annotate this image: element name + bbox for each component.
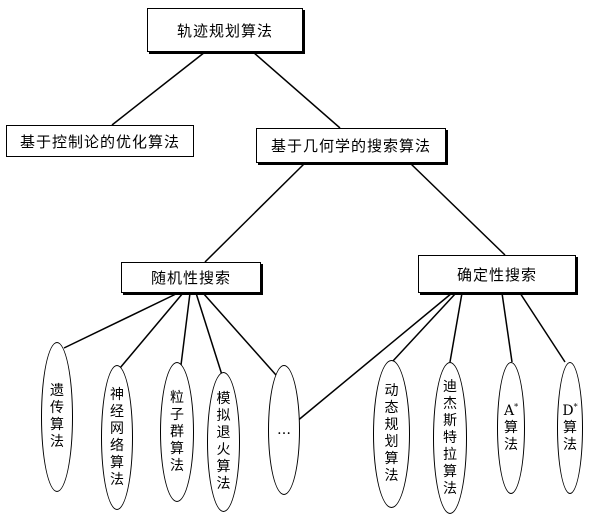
dynamic-programming-node: 动态规划算法 — [373, 360, 410, 508]
edge-random-neural — [119, 292, 184, 369]
edge-root-geometry — [252, 51, 341, 129]
edge-geometry-random — [204, 162, 306, 263]
edge-deterministic-ellipsis — [295, 292, 453, 423]
geometry-search-label: 基于几何学的搜索算法 — [270, 137, 431, 155]
neural-network-node: 神经网络算法 — [101, 365, 133, 510]
simulated-annealing-label: 模拟退火算法 — [216, 391, 231, 492]
edge-random-annealing — [195, 292, 223, 376]
edge-root-control — [111, 51, 206, 126]
ellipsis-label: … — [277, 421, 291, 438]
geometry-search-node: 基于几何学的搜索算法 — [256, 128, 446, 163]
particle-swarm-node: 粒子群算法 — [160, 362, 194, 502]
dijkstra-label: 迪杰斯特拉算法 — [443, 378, 457, 497]
deterministic-search-label: 确定性搜索 — [456, 265, 537, 284]
edge-deterministic-astar — [501, 292, 513, 363]
dynamic-programming-label: 动态规划算法 — [384, 383, 399, 484]
dstar-letter: D — [562, 402, 574, 419]
control-theory-node: 基于控制论的优化算法 — [6, 125, 194, 157]
genetic-algorithm-node: 遗传算法 — [41, 342, 73, 492]
dstar-suffix: 算法 — [563, 419, 577, 453]
random-search-node: 随机性搜索 — [121, 262, 261, 293]
deterministic-search-node: 确定性搜索 — [418, 255, 576, 293]
astar-label: A* 算法 — [503, 401, 519, 454]
astar-node: A* 算法 — [497, 362, 525, 494]
random-search-label: 随机性搜索 — [150, 269, 231, 287]
edge-geometry-deterministic — [409, 162, 506, 256]
edge-deterministic-dijkstra — [449, 292, 463, 363]
dstar-label: D* 算法 — [562, 401, 578, 454]
astar-sup: * — [514, 401, 519, 411]
dijkstra-node: 迪杰斯特拉算法 — [433, 362, 467, 514]
astar-suffix: 算法 — [504, 419, 518, 453]
dstar-sup: * — [573, 401, 578, 411]
edge-deterministic-dp — [391, 292, 457, 363]
genetic-algorithm-label: 遗传算法 — [50, 383, 64, 450]
dstar-node: D* 算法 — [557, 362, 583, 494]
ellipsis-node: … — [268, 365, 300, 495]
root-label: 轨迹规划算法 — [176, 21, 273, 40]
astar-letter: A — [503, 402, 515, 419]
simulated-annealing-node: 模拟退火算法 — [207, 372, 240, 512]
edge-random-ellipsis — [202, 292, 277, 376]
root-node: 轨迹规划算法 — [147, 8, 303, 52]
edge-deterministic-dstar — [519, 292, 566, 363]
control-theory-label: 基于控制论的优化算法 — [19, 132, 180, 151]
edge-random-genetic — [63, 292, 179, 349]
edge-random-pso — [180, 292, 191, 366]
particle-swarm-label: 粒子群算法 — [170, 389, 184, 474]
neural-network-label: 神经网络算法 — [110, 386, 124, 488]
